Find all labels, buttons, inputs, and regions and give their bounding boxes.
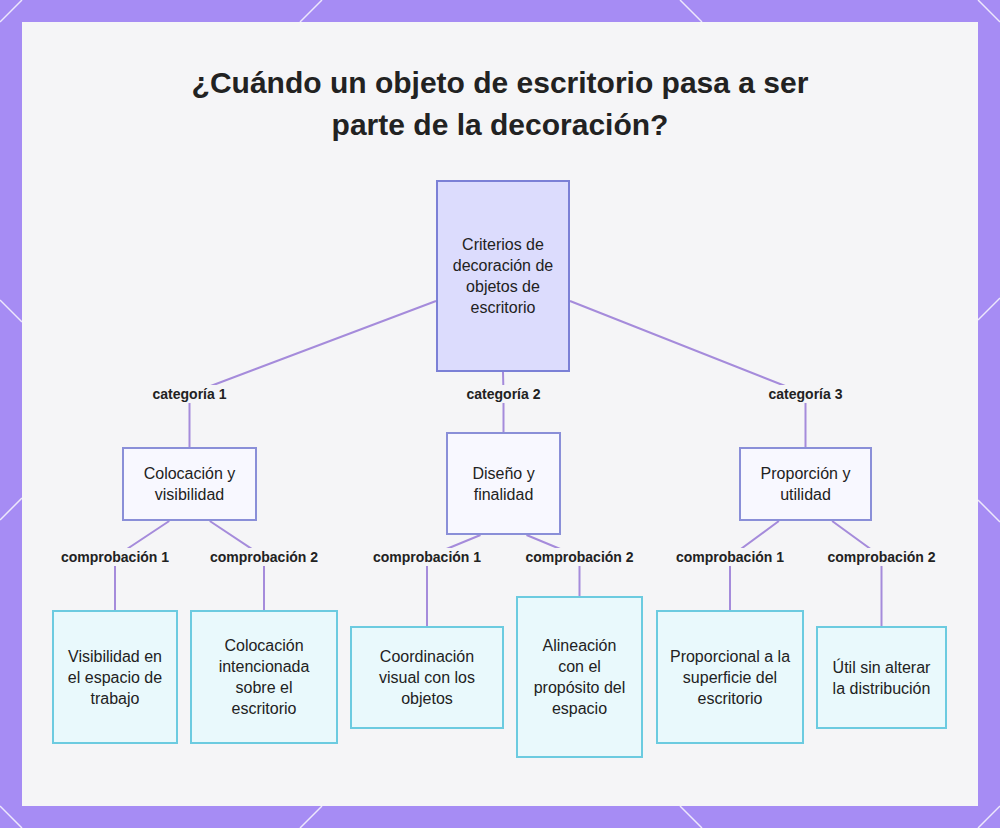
node-text: Criterios de decoración de objetos de es… xyxy=(448,234,558,318)
connector-line xyxy=(190,301,437,447)
node-text: Coordinación visual con los objetos xyxy=(362,646,492,709)
edge-label: comprobación 2 xyxy=(207,548,321,566)
connector-line xyxy=(570,301,806,447)
category-box: Proporción y utilidad xyxy=(739,447,872,521)
node-text: Proporción y utilidad xyxy=(751,463,860,505)
diagram-title: ¿Cuándo un objeto de escritorio pasa a s… xyxy=(180,62,820,146)
node-text: Colocación y visibilidad xyxy=(134,463,245,505)
edge-label: categoría 1 xyxy=(150,385,230,403)
root-box: Criterios de decoración de objetos de es… xyxy=(436,180,570,372)
check-box: Visibilidad en el espacio de trabajo xyxy=(52,610,178,744)
node-text: Proporcional a la superficie del escrito… xyxy=(668,646,792,709)
check-box: Colocación intencionada sobre el escrito… xyxy=(190,610,338,744)
edge-label: categoría 3 xyxy=(766,385,846,403)
edge-label: comprobación 2 xyxy=(824,548,938,566)
connector-line xyxy=(832,521,881,626)
node-text: Útil sin alterar la distribución xyxy=(828,657,935,699)
edge-label: comprobación 2 xyxy=(522,548,636,566)
node-text: Diseño y finalidad xyxy=(458,463,549,505)
edge-label: comprobación 1 xyxy=(370,548,484,566)
node-text: Colocación intencionada sobre el escrito… xyxy=(202,635,326,719)
edge-label: comprobación 1 xyxy=(673,548,787,566)
edge-label: comprobación 1 xyxy=(58,548,172,566)
category-box: Diseño y finalidad xyxy=(446,432,561,535)
check-box: Coordinación visual con los objetos xyxy=(350,626,504,729)
edge-label: categoría 2 xyxy=(464,385,544,403)
check-box: Útil sin alterar la distribución xyxy=(816,626,947,729)
node-text: Visibilidad en el espacio de trabajo xyxy=(64,646,166,709)
node-text: Alineación con el propósito del espacio xyxy=(528,635,631,719)
check-box: Proporcional a la superficie del escrito… xyxy=(656,610,804,744)
check-box: Alineación con el propósito del espacio xyxy=(516,596,643,758)
category-box: Colocación y visibilidad xyxy=(122,447,257,521)
